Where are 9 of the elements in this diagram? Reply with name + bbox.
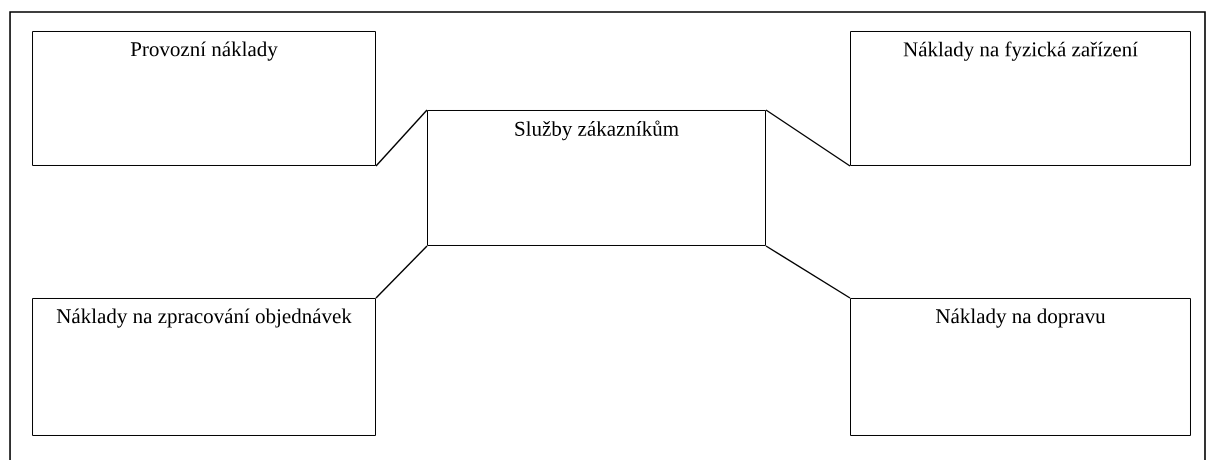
text-box: Provozní náklady xyxy=(32,31,376,166)
text-box: Náklady na fyzická zařízení xyxy=(850,31,1191,166)
connector-line xyxy=(375,245,428,299)
text-box: Náklady na dopravu xyxy=(850,298,1191,436)
connector-line xyxy=(375,109,428,167)
connector-line xyxy=(765,245,851,299)
text-box: Náklady na zpracování objednávek xyxy=(32,298,376,436)
text-box: Služby zákazníkům xyxy=(427,110,766,246)
connector-line xyxy=(765,109,851,167)
